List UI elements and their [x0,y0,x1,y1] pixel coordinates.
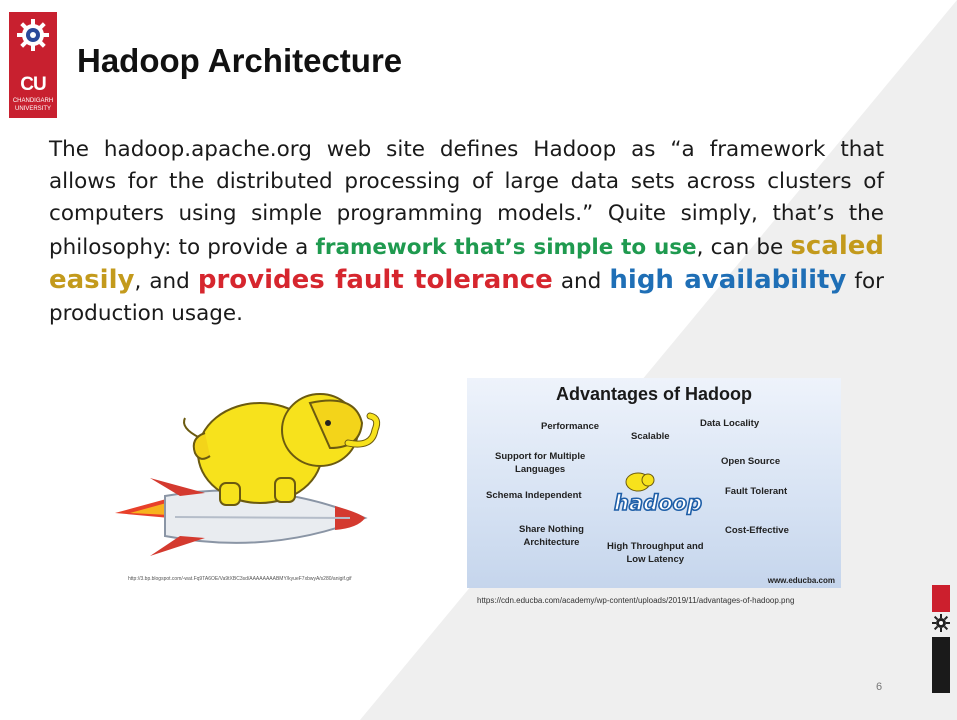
label-scalable: Scalable [631,431,670,442]
decoration-black-block [932,637,950,693]
label-share-nothing-architecture: Share Nothing Architecture [519,524,584,548]
gear-emblem-icon [17,19,49,51]
slide-title: Hadoop Architecture [77,42,403,79]
elephant-image-caption: http://3.bp.blogspot.com/-wat.Fq9TA6OE/V… [128,576,352,582]
educba-website-label: www.educba.com [767,576,835,585]
advantages-title: Advantages of Hadoop [555,384,752,404]
advantages-image-caption: https://cdn.educba.com/academy/wp-conten… [477,596,795,605]
logo-abbreviation: CU [20,74,46,95]
label-data-locality: Data Locality [700,418,760,429]
label-high-throughput: High Throughput and Low Latency [607,541,704,565]
highlight-high-availability: high availability [609,265,847,295]
decoration-gear-icon [932,614,950,632]
label-fault-tolerant: Fault Tolerant [725,486,788,497]
logo-university-name: CHANDIGARH UNIVERSITY [12,98,54,112]
label-open-source: Open Source [721,456,781,467]
highlight-simple-to-use: framework that’s simple to use [315,235,697,260]
label-support-multiple-languages: Support for Multiple Languages [495,451,586,475]
hadoop-elephant-rocket-image [115,393,381,556]
university-logo: CU CHANDIGARH UNIVERSITY [9,12,57,118]
highlight-scaled-easily: scaled easily [49,231,884,295]
label-cost-effective: Cost-Effective [725,525,789,536]
definition-paragraph: The hadoop.apache.org web site defines H… [49,137,884,326]
label-schema-independent: Schema Independent [486,490,582,501]
hadoop-logo-text: hadoop [614,491,702,515]
hadoop-logo-icon: hadoop [613,472,703,516]
label-performance: Performance [541,421,600,432]
page-number: 6 [876,681,883,693]
advantages-of-hadoop-image: Advantages of Hadoop Performance Scalabl… [467,378,841,588]
highlight-fault-tolerance: provides fault tolerance [197,265,553,295]
decoration-red-block [932,585,950,612]
